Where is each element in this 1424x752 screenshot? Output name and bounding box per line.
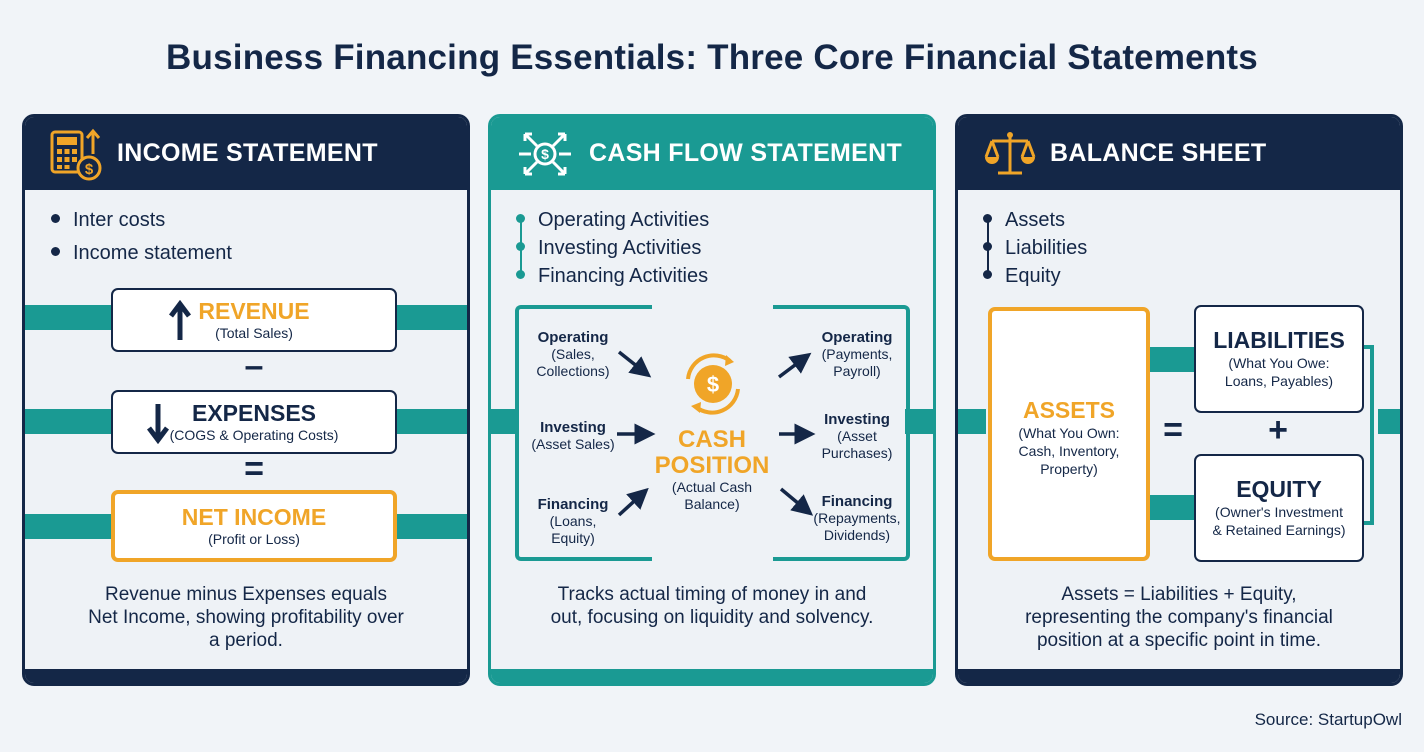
outflow-bracket (773, 305, 910, 561)
income-statement-header: $ INCOME STATEMENT (25, 117, 467, 190)
cash-flow-panel: $ CASH FLOW STATEMENT Operating Activiti… (488, 114, 936, 686)
revenue-label: REVENUE (198, 298, 310, 324)
right-bracket (1362, 345, 1374, 525)
bullet-item: Investing Activities (516, 237, 701, 260)
bullet-item: Income statement (51, 242, 232, 265)
connector-band (1378, 409, 1400, 434)
bullet-connector-line (520, 217, 522, 275)
bullet-item: Liabilities (983, 237, 1087, 260)
revenue-sub: (Total Sales) (215, 325, 293, 341)
outflow-financing: Financing(Repayments,Dividends) (813, 493, 901, 543)
bullet-dot (51, 214, 60, 224)
inflow-operating: Operating(Sales,Collections) (536, 329, 610, 379)
panel-footer-bar (491, 669, 933, 683)
bullet-dot (51, 247, 60, 257)
bullet-connector-line (987, 217, 989, 275)
assets-label: ASSETS (1022, 397, 1116, 423)
assets-box: ASSETS (What You Own: Cash, Inventory, P… (988, 307, 1150, 561)
balance-sheet-panel: BALANCE SHEET Assets Liabilities Equity … (955, 114, 1403, 686)
cash-position-center: CASH POSITION (Actual Cash Balance) (632, 427, 792, 513)
cash-cycle-icon: $ (686, 353, 740, 415)
connector-band (1148, 495, 1196, 520)
net-income-label: NET INCOME (181, 504, 327, 530)
expenses-sub: (COGS & Operating Costs) (169, 427, 339, 443)
cash-flow-arrows-icon: $ (519, 132, 571, 175)
cash-flow-title: CASH FLOW STATEMENT (589, 139, 903, 167)
inflow-bracket (515, 305, 652, 561)
bullet-item: Assets (983, 209, 1065, 232)
cash-flow-header: $ CASH FLOW STATEMENT (491, 117, 933, 190)
net-income-sub: (Profit or Loss) (208, 531, 300, 547)
equity-label: EQUITY (1236, 476, 1322, 502)
plus-sign: + (1268, 411, 1288, 449)
bullet-item: Inter costs (51, 209, 165, 232)
panel-footer-bar (958, 669, 1400, 683)
expenses-label: EXPENSES (192, 400, 316, 426)
income-statement-panel: $ INCOME STATEMENT Inter costs Income st… (22, 114, 470, 686)
svg-text:$: $ (85, 161, 94, 178)
expenses-box: EXPENSES (COGS & Operating Costs) (111, 390, 397, 454)
connector-band (958, 409, 986, 434)
balance-sheet-title: BALANCE SHEET (1050, 139, 1267, 167)
arrow-down-icon (147, 404, 169, 444)
liabilities-box: LIABILITIES (What You Owe: Loans, Payabl… (1194, 305, 1364, 413)
equals-sign: = (1163, 411, 1183, 449)
panel-footer-bar (25, 669, 467, 683)
inflow-financing: Financing(Loans,Equity) (537, 496, 609, 546)
calculator-dollar-icon: $ (50, 128, 102, 180)
bullet-item: Equity (983, 265, 1061, 288)
source-credit: Source: StartupOwl (1254, 710, 1402, 729)
cash-position-line1: CASH (677, 426, 746, 453)
equity-box: EQUITY (Owner's Investment & Retained Ea… (1194, 454, 1364, 562)
cash-flow-description: Tracks actual timing of money in and out… (550, 584, 874, 628)
flow-arrows (617, 350, 816, 517)
cash-position-line2: POSITION (654, 452, 770, 479)
bullet-item: Operating Activities (516, 209, 709, 232)
equals-sign: = (244, 450, 264, 488)
arrow-up-icon (169, 300, 191, 340)
connector-band (491, 409, 519, 434)
income-description: Revenue minus Expenses equals Net Income… (88, 584, 404, 651)
net-income-box: NET INCOME (Profit or Loss) (111, 490, 397, 562)
bullet-item: Financing Activities (516, 265, 708, 288)
balance-sheet-header: BALANCE SHEET (958, 117, 1400, 190)
scales-icon (984, 131, 1036, 174)
svg-text:$: $ (541, 146, 549, 162)
income-statement-title: INCOME STATEMENT (117, 139, 378, 167)
page-title: Business Financing Essentials: Three Cor… (166, 38, 1258, 77)
balance-sheet-description: Assets = Liabilities + Equity, represent… (1025, 584, 1333, 651)
connector-band (1148, 347, 1196, 372)
svg-text:$: $ (707, 372, 719, 397)
outflow-operating: Operating(Payments,Payroll) (821, 329, 893, 379)
inflow-investing: Investing(Asset Sales) (531, 419, 615, 452)
revenue-box: REVENUE (Total Sales) (111, 288, 397, 352)
minus-sign: – (244, 347, 264, 385)
liabilities-label: LIABILITIES (1213, 327, 1345, 353)
